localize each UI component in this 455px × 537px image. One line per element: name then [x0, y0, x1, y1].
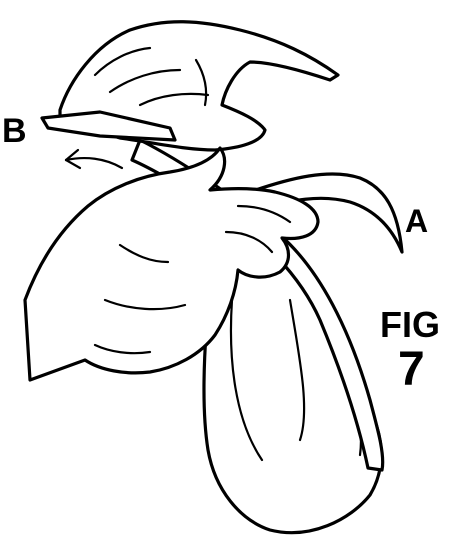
direction-arrow — [66, 150, 122, 168]
figure-word: FIG — [380, 304, 440, 345]
label-a: A — [405, 203, 428, 239]
figure-number: 7 — [398, 343, 425, 396]
top-hand — [42, 22, 338, 150]
label-b: B — [2, 112, 27, 150]
